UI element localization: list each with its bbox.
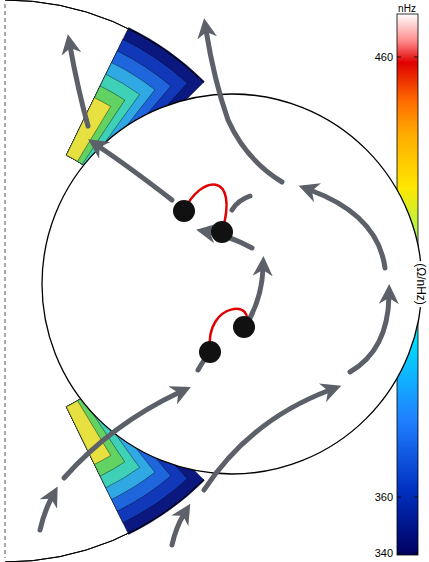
- tick-label: 360: [375, 492, 393, 503]
- outer-boundary: [5, 480, 204, 562]
- tick-label: 460: [375, 52, 393, 63]
- sunspot-pairs: [173, 185, 255, 363]
- sun-outline: [42, 94, 422, 474]
- tick-label: 340: [375, 548, 393, 559]
- rotation-axis: [5, 4, 6, 558]
- axis-title: (Ω/nHz): [415, 261, 427, 307]
- unit-label: nHz: [398, 4, 416, 14]
- flow-arrows: [40, 30, 389, 545]
- outer-boundary: [5, 0, 204, 82]
